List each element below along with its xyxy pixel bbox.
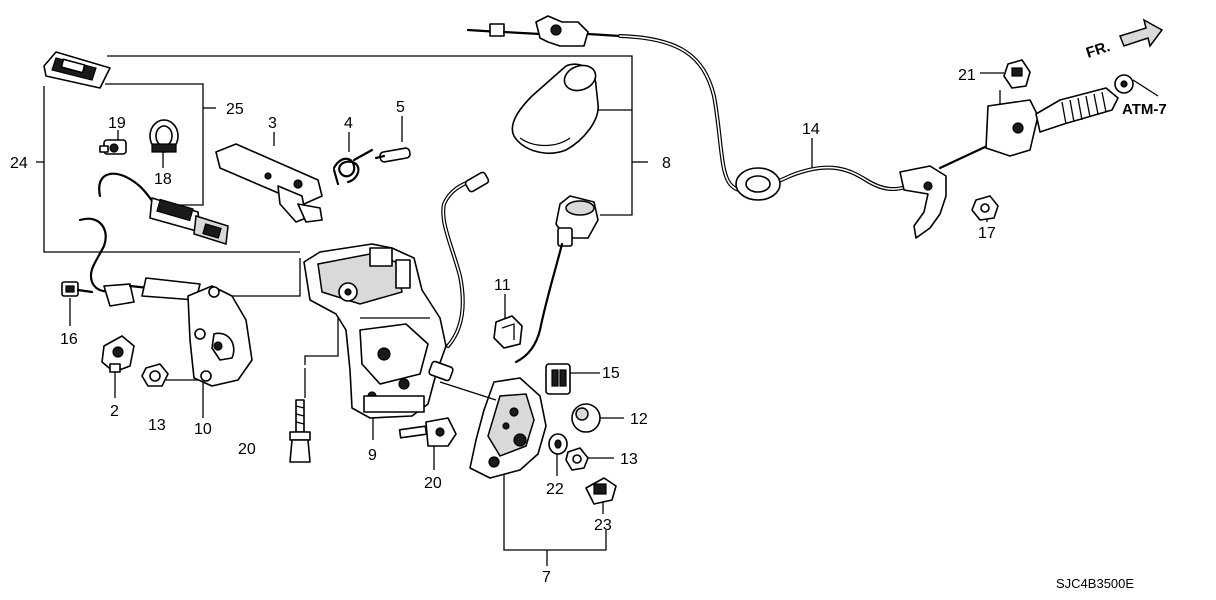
part-25-sensor (98, 172, 229, 245)
part-15-clip (545, 363, 571, 395)
reference-label-atm-7: ATM-7 (1122, 101, 1167, 118)
front-direction-arrow: FR. (1084, 18, 1164, 62)
part-24-wire (78, 217, 201, 307)
part-3-bracket (215, 143, 323, 223)
callout-7: 7 (542, 569, 551, 586)
callout-13a: 13 (148, 417, 166, 434)
callout-8: 8 (662, 155, 671, 172)
callout-20b: 20 (424, 475, 442, 492)
part-4-spring (332, 148, 374, 186)
callout-10: 10 (194, 421, 212, 438)
part-5-pin (374, 147, 411, 163)
direction-label: FR. (1084, 38, 1112, 62)
part-13b-nut (565, 447, 589, 471)
part-20a-bolt (289, 399, 311, 463)
part-23-clip (585, 477, 617, 505)
part-24-connector (43, 51, 111, 89)
part-19-clip (99, 139, 127, 155)
part-8-shift-cover (514, 195, 599, 364)
part-9-lever-rod (441, 171, 490, 348)
part-13a-nut (141, 363, 169, 387)
part-17-nut (971, 195, 999, 221)
callout-numbers: 24 25 19 18 3 4 5 16 2 13 10 20 9 20 8 1… (10, 67, 996, 586)
callout-23: 23 (594, 517, 612, 534)
part-18-clip (149, 119, 179, 153)
part-9-lever-base (303, 243, 454, 419)
part-22-washer (548, 433, 568, 455)
callout-22: 22 (546, 481, 564, 498)
part-21-nut (1003, 59, 1031, 89)
part-10-plate (187, 285, 253, 387)
part-2-actuator (101, 335, 135, 373)
part-20b-bolt (398, 417, 457, 447)
callout-15: 15 (602, 365, 620, 382)
callout-24: 24 (10, 155, 28, 172)
callout-11: 11 (494, 277, 511, 294)
part-7-selector-plate (439, 377, 547, 479)
part-8-knob (511, 63, 599, 154)
part-12-ball (571, 403, 601, 433)
callout-17: 17 (978, 225, 996, 242)
callout-21: 21 (958, 67, 976, 84)
callout-9: 9 (368, 447, 377, 464)
part-16-bolt (61, 281, 94, 297)
callout-13b: 13 (620, 451, 638, 468)
callout-4: 4 (344, 115, 353, 132)
callout-14: 14 (802, 121, 820, 138)
part-11-clip (493, 315, 523, 349)
callout-25: 25 (226, 101, 244, 118)
callout-19: 19 (108, 115, 126, 132)
part-14-shift-cable (466, 15, 1134, 239)
diagram-code: SJC4B3500E (1056, 576, 1134, 591)
callout-16: 16 (60, 331, 78, 348)
callout-12: 12 (630, 411, 648, 428)
callout-20a: 20 (238, 441, 256, 458)
callout-18: 18 (154, 171, 172, 188)
callout-3: 3 (268, 115, 277, 132)
callout-5: 5 (396, 99, 405, 116)
callout-2: 2 (110, 403, 119, 420)
